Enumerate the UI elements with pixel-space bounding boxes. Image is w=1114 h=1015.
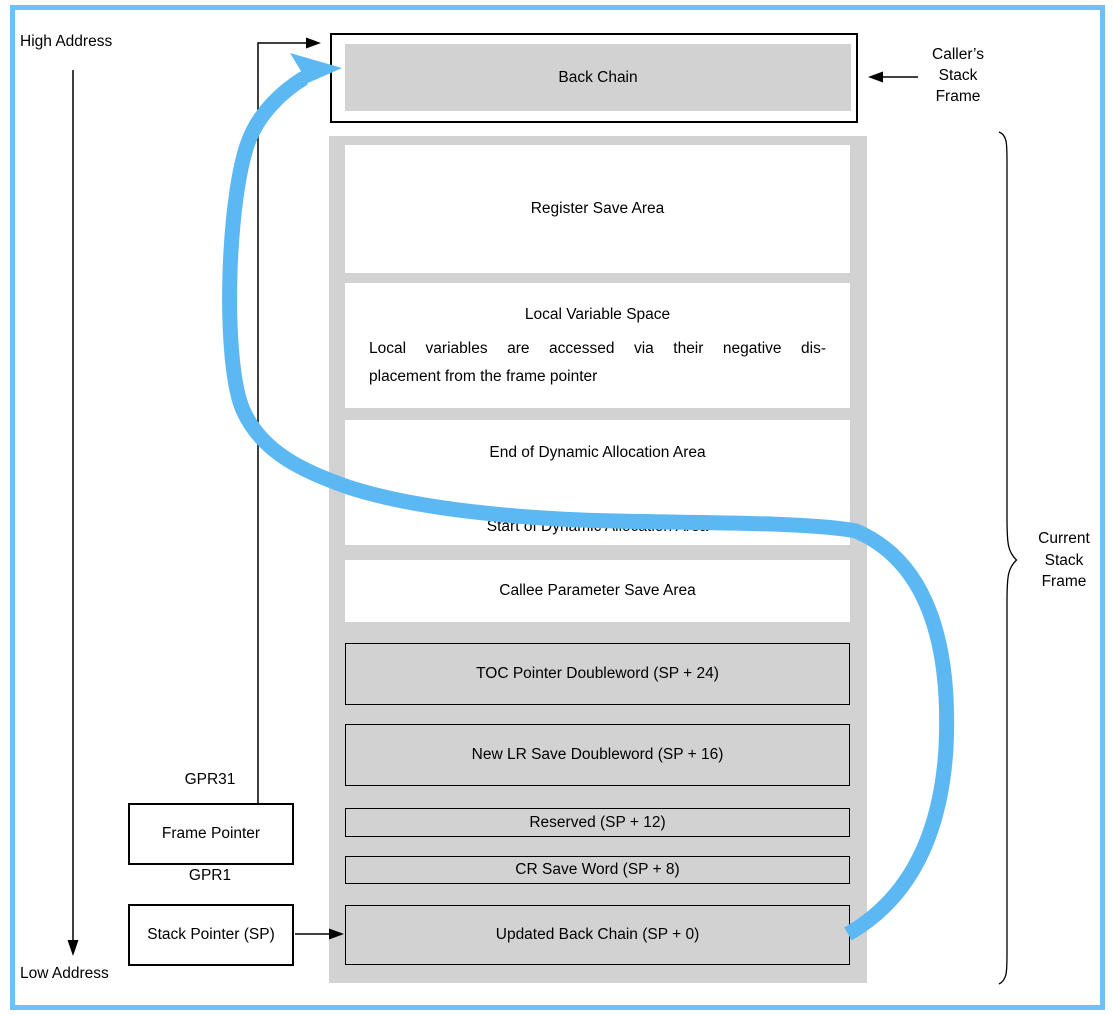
caller-back-chain-box: Back Chain (330, 33, 858, 123)
slot-reserved: Reserved (SP + 12) (345, 808, 850, 837)
local-variable-space-label: Local Variable Space (524, 306, 671, 323)
local-variable-description-line1: Local variables are accessed via their n… (369, 340, 826, 357)
local-variable-description-line2: placement from the frame pointer (369, 368, 598, 385)
local-variable-description: Local variables are accessed via their n… (345, 335, 850, 391)
frame-pointer-box: Frame Pointer (128, 803, 294, 865)
slot-dynamic-allocation-area: End of Dynamic Allocation Area Start of … (345, 420, 850, 545)
stack-pointer-box: Stack Pointer (SP) (128, 904, 294, 966)
current-stack-frame-label: Current Stack Frame (1038, 530, 1090, 590)
frame-pointer-to-back-chain-connector (257, 37, 321, 803)
cr-save-word-label: CR Save Word (SP + 8) (515, 861, 680, 878)
address-direction-arrow (67, 70, 79, 956)
slot-register-save-area: Register Save Area (345, 145, 850, 273)
reserved-label: Reserved (SP + 12) (529, 813, 666, 831)
right-arrowhead-icon (306, 37, 321, 49)
callee-parameter-save-label: Callee Parameter Save Area (499, 582, 696, 599)
slot-toc-pointer-doubleword: TOC Pointer Doubleword (SP + 24) (345, 643, 850, 705)
slot-local-variable-space: Local Variable Space Local variables are… (345, 283, 850, 408)
gpr31-label: GPR31 (184, 771, 236, 788)
stack-pointer-label: Stack Pointer (SP) (147, 926, 275, 943)
caller-frame-arrow (868, 71, 918, 83)
caller-stack-frame-label: Caller’s Stack Frame (932, 46, 984, 105)
start-dynamic-allocation-label: Start of Dynamic Allocation Area (486, 518, 709, 535)
left-arrowhead-icon (868, 71, 883, 83)
toc-pointer-label: TOC Pointer Doubleword (SP + 24) (476, 665, 719, 682)
back-chain-label: Back Chain (558, 68, 638, 86)
slot-updated-back-chain: Updated Back Chain (SP + 0) (345, 905, 850, 965)
down-arrowhead-icon (67, 940, 79, 956)
frame-pointer-label: Frame Pointer (161, 825, 261, 842)
end-dynamic-allocation-label: End of Dynamic Allocation Area (489, 444, 706, 461)
updated-back-chain-label: Updated Back Chain (SP + 0) (495, 926, 700, 943)
slot-new-lr-save-doubleword: New LR Save Doubleword (SP + 16) (345, 724, 850, 786)
register-save-area-label: Register Save Area (530, 200, 665, 217)
current-frame-brace (998, 131, 1018, 985)
gpr1-label: GPR1 (188, 867, 232, 884)
new-lr-save-label: New LR Save Doubleword (SP + 16) (471, 746, 724, 763)
back-chain-cell: Back Chain (345, 44, 851, 111)
slot-cr-save-word: CR Save Word (SP + 8) (345, 856, 850, 884)
slot-callee-parameter-save-area: Callee Parameter Save Area (345, 560, 850, 622)
high-address-label: High Address (20, 33, 113, 50)
low-address-label: Low Address (20, 965, 109, 982)
